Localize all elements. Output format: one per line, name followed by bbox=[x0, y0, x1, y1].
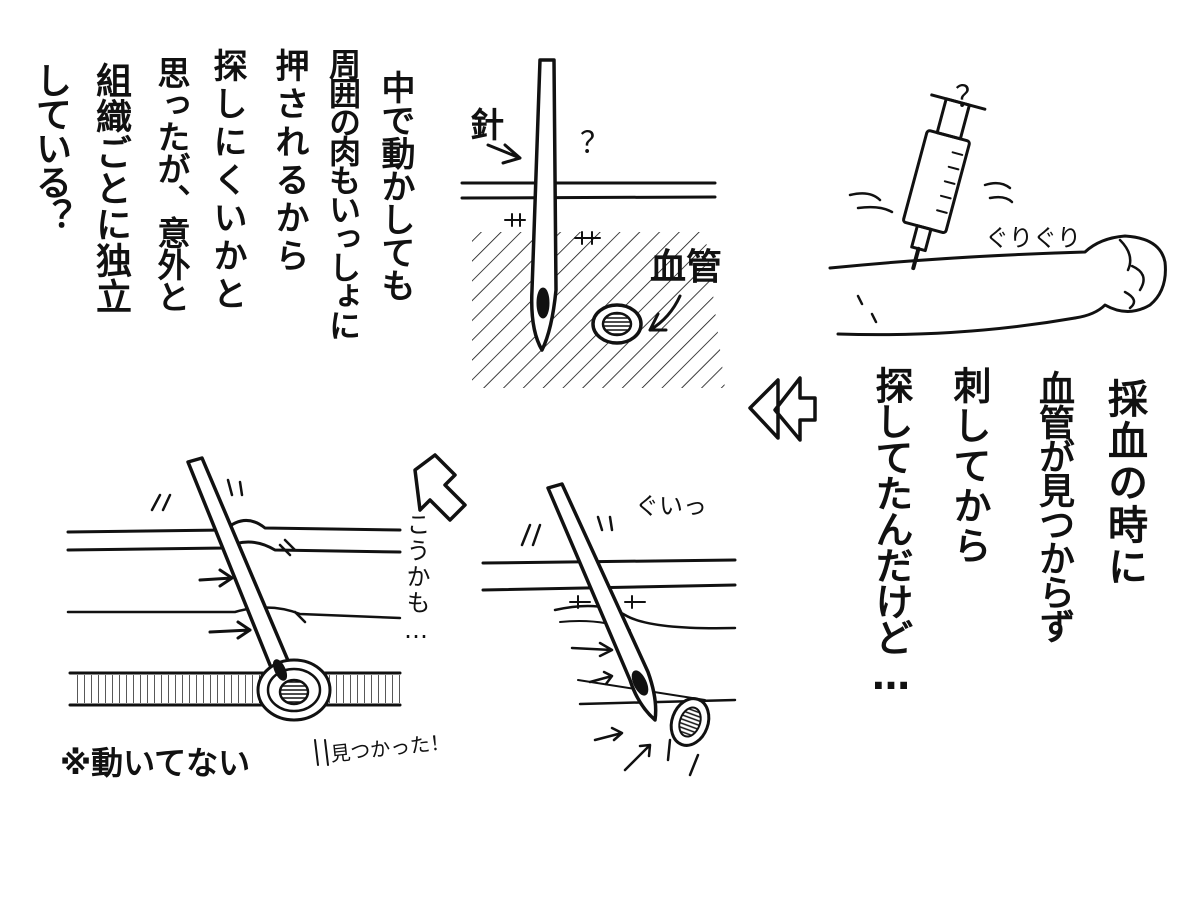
thought-col-2: 周囲の肉もいっしょに bbox=[324, 48, 362, 338]
fat-marks-2 bbox=[569, 595, 646, 609]
needle-hole-2 bbox=[631, 670, 649, 696]
question-mark-top: ？ bbox=[955, 80, 985, 115]
vessel-arrow-icon bbox=[648, 294, 682, 332]
panel-arm-syringe bbox=[748, 93, 1167, 442]
question-mark-needle: ？ bbox=[580, 126, 610, 161]
wiggle-right bbox=[983, 181, 1014, 204]
arrow-down-left-icon bbox=[413, 453, 467, 522]
skin-line-3 bbox=[481, 558, 737, 565]
arm-wrinkles bbox=[856, 294, 878, 324]
kou-kamo-label: こうかも… bbox=[402, 512, 430, 646]
vessel-band bbox=[72, 675, 402, 703]
arm-lower-line bbox=[836, 316, 1077, 337]
tissue-line-c bbox=[66, 606, 402, 620]
needle-label: 針 bbox=[470, 106, 504, 146]
thought-col-3: 押されるから bbox=[269, 48, 309, 276]
not-moving-note: ※動いてない bbox=[60, 744, 251, 782]
fist-fingers bbox=[1118, 238, 1145, 310]
motion-marks bbox=[520, 515, 614, 547]
push-arrows bbox=[570, 641, 700, 777]
narration-col-4: 探してたんだけど… bbox=[869, 366, 913, 696]
arm-upper-line bbox=[828, 234, 1167, 320]
needle-arrow-icon bbox=[486, 143, 522, 165]
fat-marks bbox=[504, 213, 601, 245]
gui-label: ぐいっ bbox=[635, 492, 707, 520]
needle-tip-hole bbox=[536, 287, 550, 319]
guri-guri-label: ぐりぐり bbox=[985, 224, 1081, 252]
needle-icon bbox=[529, 58, 558, 352]
wiggle-left bbox=[848, 192, 894, 214]
thought-col-6: 組織ごとに独立 bbox=[90, 62, 131, 314]
found-marks bbox=[314, 739, 329, 766]
panel-needle-search bbox=[460, 58, 725, 388]
panel-needle-push bbox=[481, 482, 737, 777]
blood-vessel-label: 血管 bbox=[650, 247, 723, 288]
vessel-3-inner bbox=[278, 678, 310, 706]
thought-col-1: 中で動かしても bbox=[375, 70, 415, 301]
arrow-left-icon bbox=[748, 376, 817, 442]
motion-marks-2 bbox=[150, 478, 307, 624]
thought-col-7: している？ bbox=[30, 62, 71, 232]
syringe-icon bbox=[902, 93, 987, 271]
thought-col-5: 思ったが、意外と bbox=[152, 56, 191, 312]
needle-hole-3 bbox=[272, 659, 288, 681]
vessel-2-inner bbox=[678, 706, 702, 738]
narration-col-3: 刺してから bbox=[947, 366, 991, 566]
thought-col-4: 探しにくいかと bbox=[207, 48, 247, 314]
vessel-inner bbox=[601, 311, 633, 337]
panel-found bbox=[66, 456, 402, 766]
skin-line-2 bbox=[460, 195, 717, 200]
inner-arrows bbox=[198, 568, 252, 640]
tissue-line-a bbox=[553, 604, 737, 630]
narration-col-2: 血管が見つからず bbox=[1033, 370, 1074, 642]
narration-col-1: 採血の時に bbox=[1101, 378, 1147, 588]
needle-diagonal-icon bbox=[546, 482, 658, 722]
lower-tissue-line bbox=[578, 698, 737, 706]
